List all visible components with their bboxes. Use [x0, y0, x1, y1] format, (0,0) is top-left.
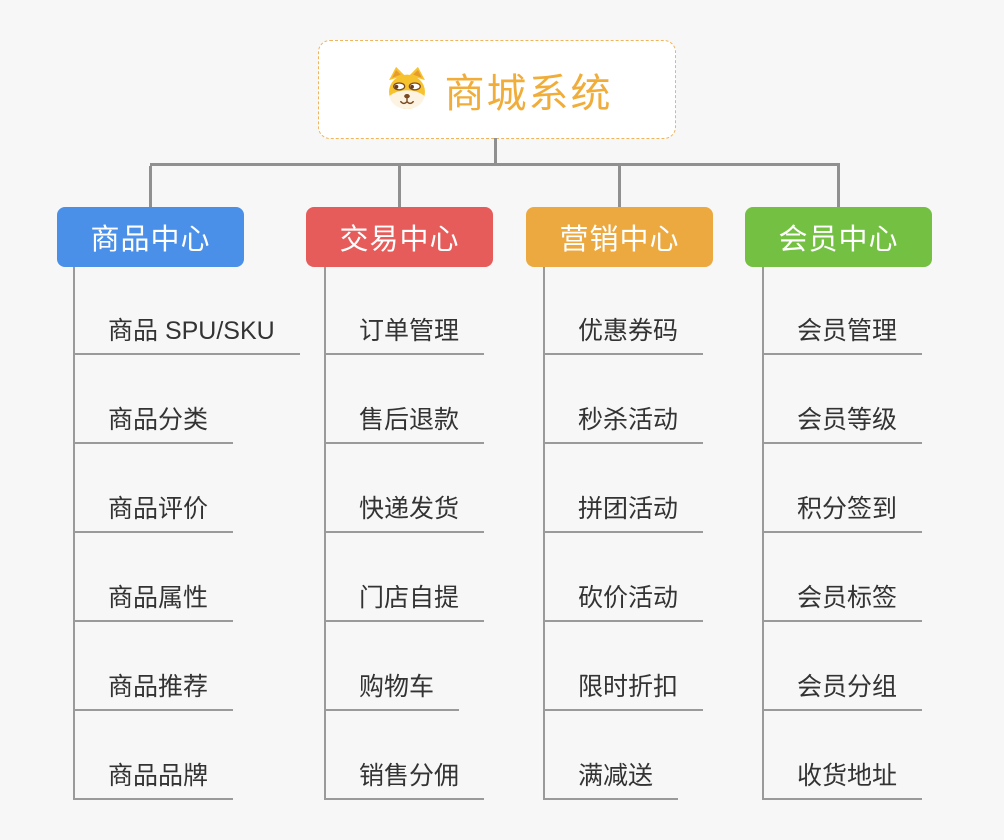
branch-node-marketing-center[interactable]: 营销中心 [526, 207, 713, 267]
leaf-topic[interactable]: 会员等级 [762, 404, 923, 444]
leaf-topic[interactable]: 快递发货 [324, 493, 485, 533]
leaf-topic[interactable]: 收货地址 [762, 760, 923, 800]
leaf-topic[interactable]: 售后退款 [324, 404, 485, 444]
branch-node-trade-center[interactable]: 交易中心 [306, 207, 493, 267]
connector-bus-line [150, 163, 840, 166]
leaf-topic[interactable]: 满减送 [543, 760, 679, 800]
leaf-topic[interactable]: 会员标签 [762, 582, 923, 622]
branch-node-member-center[interactable]: 会员中心 [745, 207, 932, 267]
branch-label: 商品中心 [90, 224, 211, 256]
leaf-topic[interactable]: 订单管理 [324, 315, 485, 355]
connector-drop-1 [149, 166, 152, 207]
leaf-topic[interactable]: 拼团活动 [543, 493, 704, 533]
leaf-topic[interactable]: 商品分类 [73, 404, 234, 444]
leaf-topic[interactable]: 会员分组 [762, 671, 923, 711]
branch-column-member-center: 会员管理 会员等级 积分签到 会员标签 会员分组 收货地址 [762, 267, 994, 800]
leaf-topic[interactable]: 购物车 [324, 671, 460, 711]
leaf-topic[interactable]: 优惠券码 [543, 315, 704, 355]
leaf-topic[interactable]: 商品属性 [73, 582, 234, 622]
leaf-topic[interactable]: 商品品牌 [73, 760, 234, 800]
leaf-topic[interactable]: 限时折扣 [543, 671, 704, 711]
leaf-topic[interactable]: 积分签到 [762, 493, 923, 533]
leaf-topic[interactable]: 销售分佣 [324, 760, 485, 800]
leaf-topic[interactable]: 砍价活动 [543, 582, 704, 622]
connector-root-stub [494, 138, 497, 164]
connector-drop-2 [398, 166, 401, 207]
leaf-topic[interactable]: 会员管理 [762, 315, 923, 355]
leaf-topic[interactable]: 商品推荐 [73, 671, 234, 711]
branch-column-marketing-center: 优惠券码 秒杀活动 拼团活动 砍价活动 限时折扣 满减送 [543, 267, 775, 800]
leaf-topic[interactable]: 秒杀活动 [543, 404, 704, 444]
branch-node-product-center[interactable]: 商品中心 [57, 207, 244, 267]
leaf-topic[interactable]: 门店自提 [324, 582, 485, 622]
connector-drop-4 [837, 166, 840, 207]
branch-column-trade-center: 订单管理 售后退款 快递发货 门店自提 购物车 销售分佣 [324, 267, 556, 800]
branch-column-product-center: 商品 SPU/SKU 商品分类 商品评价 商品属性 商品推荐 商品品牌 [73, 267, 305, 800]
root-topic-node[interactable]: 商城系统 [318, 40, 676, 139]
branch-label: 交易中心 [339, 224, 460, 256]
dog-face-icon [388, 66, 425, 110]
leaf-topic[interactable]: 商品评价 [73, 493, 234, 533]
leaf-topic[interactable]: 商品 SPU/SKU [73, 315, 300, 355]
branch-label: 会员中心 [778, 224, 899, 256]
connector-drop-3 [618, 166, 621, 207]
branch-label: 营销中心 [559, 224, 680, 256]
root-topic-title: 商城系统 [444, 71, 613, 116]
